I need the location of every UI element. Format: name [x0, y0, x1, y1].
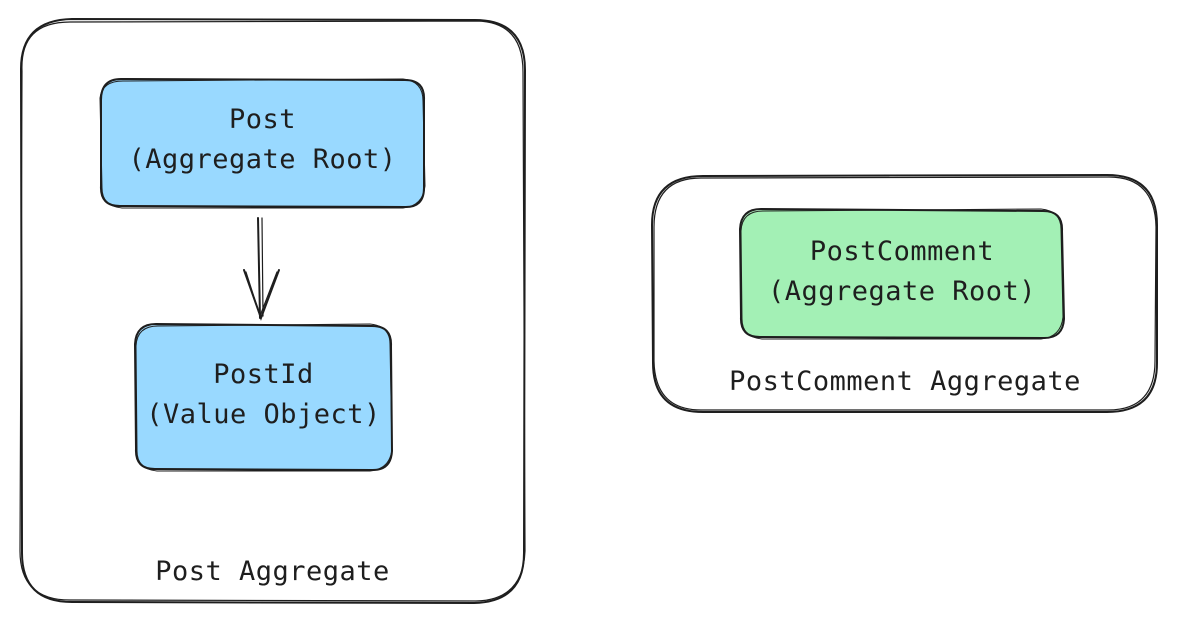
postcomment-node-shape [738, 207, 1066, 340]
postcomment-node-title: PostComment [809, 236, 995, 267]
post-node-subtitle: (Aggregate Root) [128, 144, 397, 175]
post-node-shape [99, 77, 426, 209]
postcomment-aggregate-container [650, 173, 1158, 413]
postid-node-shape [133, 322, 394, 472]
postcomment-aggregate-label: PostComment Aggregate [729, 366, 1081, 397]
postid-node-title: PostId [213, 359, 314, 390]
post-node-title: Post [228, 104, 297, 135]
post-node-label: Post (Aggregate Root) [100, 100, 425, 180]
arrow-post-to-postid [243, 217, 280, 321]
postcomment-node-subtitle: (Aggregate Root) [767, 276, 1037, 307]
postid-node-label: PostId (Value Object) [135, 355, 392, 435]
post-aggregate-container [19, 17, 527, 605]
post-aggregate-label: Post Aggregate [155, 556, 390, 587]
postid-node-subtitle: (Value Object) [146, 399, 381, 430]
postcomment-node-label: PostComment (Aggregate Root) [741, 232, 1063, 312]
